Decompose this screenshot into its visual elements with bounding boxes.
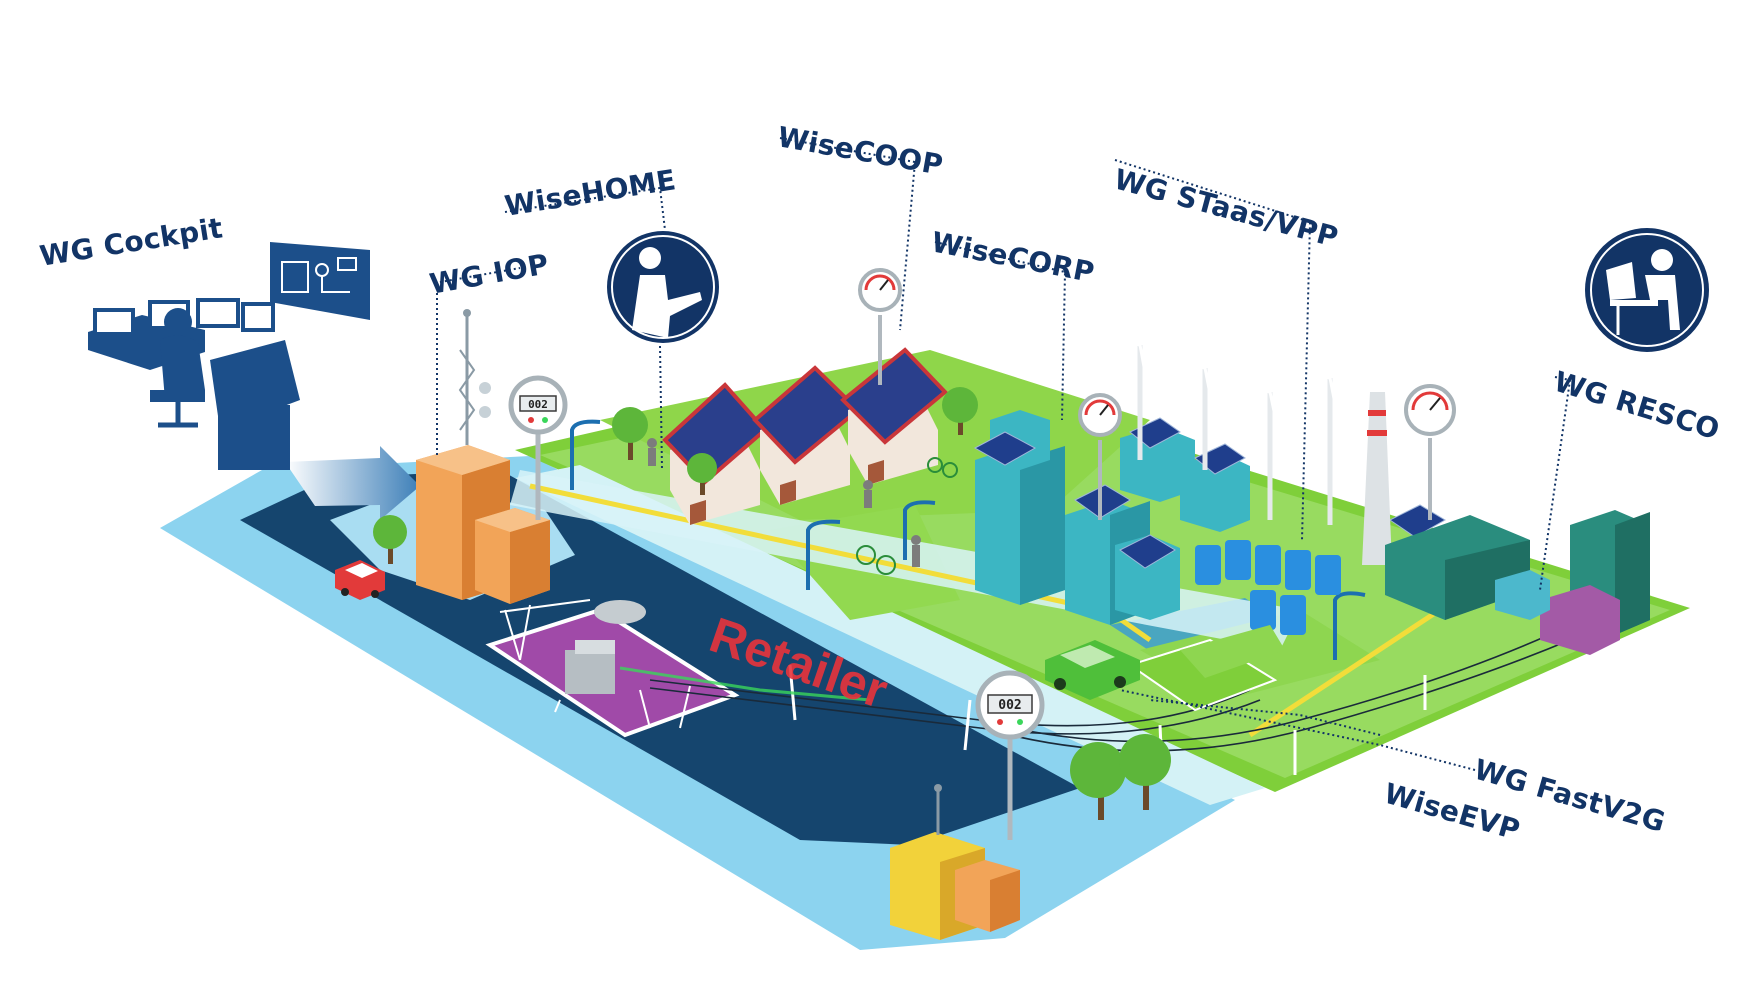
factory — [1385, 510, 1650, 655]
smart-meter — [975, 670, 1045, 840]
people — [647, 438, 958, 575]
resco-person-icon — [1585, 228, 1709, 352]
street-lamps — [570, 419, 1366, 660]
meter-reading: 002 — [528, 398, 548, 411]
wisehome-person-icon — [607, 231, 719, 343]
data-flow-arrow — [285, 446, 420, 520]
gauge — [858, 268, 902, 385]
retail-flow-line — [619, 666, 871, 702]
distribution-box — [890, 784, 1020, 940]
batteries — [1195, 540, 1341, 635]
tree — [373, 515, 407, 564]
chimney — [1362, 392, 1392, 565]
gauge — [1078, 393, 1122, 520]
control-room — [88, 242, 370, 470]
red-car — [335, 560, 385, 600]
ev-parking — [1045, 625, 1285, 712]
meter-reading: 002 — [998, 698, 1021, 713]
wind-turbines — [1079, 289, 1370, 525]
solar-panels — [973, 417, 1446, 569]
gauge — [1404, 384, 1456, 520]
smart-meter — [508, 375, 568, 520]
trees — [612, 387, 1171, 820]
transformer-station — [485, 599, 740, 738]
iop-building — [416, 309, 550, 604]
houses — [662, 347, 948, 525]
leader-lines — [434, 137, 1572, 771]
